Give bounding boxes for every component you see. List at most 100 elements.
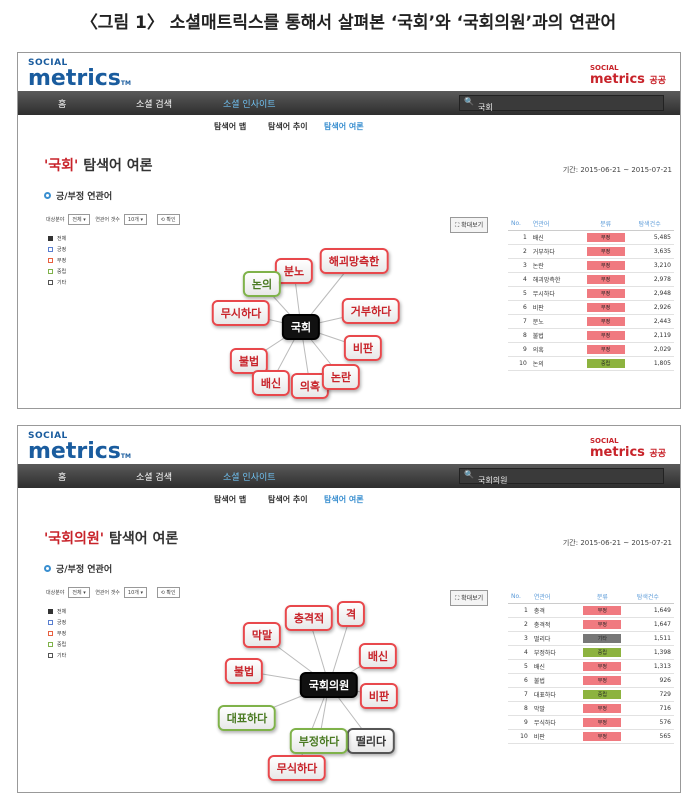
nav-social-insight[interactable]: 소셜 인사이트 [223,473,276,483]
nav-social-insight[interactable]: 소셜 인사이트 [223,100,276,110]
search-input[interactable]: 🔍국회의원 [459,468,664,485]
keyword-link[interactable]: 부정하다 [530,645,571,660]
tab-keyword-opinion[interactable]: 탐색어 여론 [324,122,364,131]
legend-positive[interactable]: 긍정 [48,246,66,253]
legend-other[interactable]: 기타 [48,279,66,286]
tab-keyword-opinion[interactable]: 탐색어 여론 [324,495,364,504]
keyword-node[interactable]: 비판 [343,335,383,361]
keyword-link[interactable]: 배신 [529,230,576,245]
tab-keyword-map[interactable]: 탐색어 맵 [214,122,247,131]
keyword-node[interactable]: 불법 [229,348,269,374]
keyword-node[interactable]: 무식하다 [267,755,327,781]
confirm-button[interactable]: ⟲ 확인 [156,214,180,225]
legend-negative[interactable]: 부정 [48,257,66,264]
keyword-link[interactable]: 해괴망측한 [529,272,576,287]
keyword-node[interactable]: 배신 [358,643,398,669]
count-select[interactable]: 10개 ▾ [123,214,147,225]
keyword-node[interactable]: 막말 [242,622,282,648]
keyword-link[interactable]: 충격 [530,603,571,618]
keyword-node[interactable]: 논의 [242,271,282,297]
tab-keyword-map[interactable]: 탐색어 맵 [214,495,247,504]
sentiment-badge: 부정 [586,331,625,340]
expand-button[interactable]: ⛶ 확대보기 [450,590,489,606]
nav-social-search[interactable]: 소셜 검색 [136,473,172,483]
keyword-link[interactable]: 대표하다 [530,687,571,702]
nav-home[interactable]: 홈 [58,473,67,483]
legend-neutral[interactable]: 중립 [48,641,66,648]
search-input[interactable]: 🔍국회 [459,95,664,112]
nav-social-search[interactable]: 소셜 검색 [136,100,172,110]
legend-all[interactable]: 전체 [48,608,66,615]
keyword-link[interactable]: 논의 [529,356,576,371]
keyword-node[interactable]: 격 [336,601,366,627]
keyword-link[interactable]: 무시하다 [529,286,576,301]
category-select[interactable]: 전체 ▾ [68,587,90,598]
expand-button[interactable]: ⛶ 확대보기 [450,217,489,233]
keyword-node[interactable]: 대표하다 [217,705,277,731]
nav-home[interactable]: 홈 [58,100,67,110]
keyword-node[interactable]: 해괴망측한 [319,248,389,274]
keyword-link[interactable]: 충격적 [530,617,571,632]
search-icon: 🔍 [464,470,474,479]
keyword-node[interactable]: 거부하다 [341,298,401,324]
keyword-node[interactable]: 충격적 [284,605,334,631]
keyword-node[interactable]: 무시하다 [211,300,271,326]
legend-negative[interactable]: 부정 [48,630,66,637]
keyword-node[interactable]: 논란 [321,364,361,390]
legend-all[interactable]: 전체 [48,235,66,242]
legend-neutral[interactable]: 중립 [48,268,66,275]
category-select[interactable]: 전체 ▾ [68,214,90,225]
center-keyword-node[interactable]: 국회 [281,314,321,340]
keyword-link[interactable]: 논란 [529,258,576,273]
keyword-link[interactable]: 불법 [529,328,576,343]
keyword-link[interactable]: 분노 [529,314,576,329]
keyword-node[interactable]: 불법 [224,658,264,684]
keyword-node[interactable]: 배신 [251,370,291,396]
count-select[interactable]: 10개 ▾ [123,587,147,598]
legend-other[interactable]: 기타 [48,652,66,659]
keyword-link[interactable]: 떨리다 [530,631,571,646]
keyword-link[interactable]: 비판 [530,729,571,744]
keyword-link[interactable]: 거부하다 [529,244,576,259]
keyword-link[interactable]: 무식하다 [530,715,571,730]
keyword-link[interactable]: 배신 [530,659,571,674]
keyword-link[interactable]: 불법 [530,673,571,688]
keyword-link[interactable]: 막말 [530,701,571,716]
keyword-node[interactable]: 떨리다 [346,728,396,754]
keyword-link[interactable]: 비판 [529,300,576,315]
keyword-node[interactable]: 부정하다 [289,728,349,754]
keyword-link[interactable]: 의혹 [529,342,576,357]
center-keyword-node[interactable]: 국회의원 [299,672,359,698]
keyword-node[interactable]: 분노 [274,258,314,284]
legend-positive[interactable]: 긍정 [48,619,66,626]
confirm-button[interactable]: ⟲ 확인 [156,587,180,598]
keyword-node[interactable]: 비판 [359,683,399,709]
tab-keyword-trend[interactable]: 탐색어 추이 [268,122,308,131]
tab-keyword-trend[interactable]: 탐색어 추이 [268,495,308,504]
